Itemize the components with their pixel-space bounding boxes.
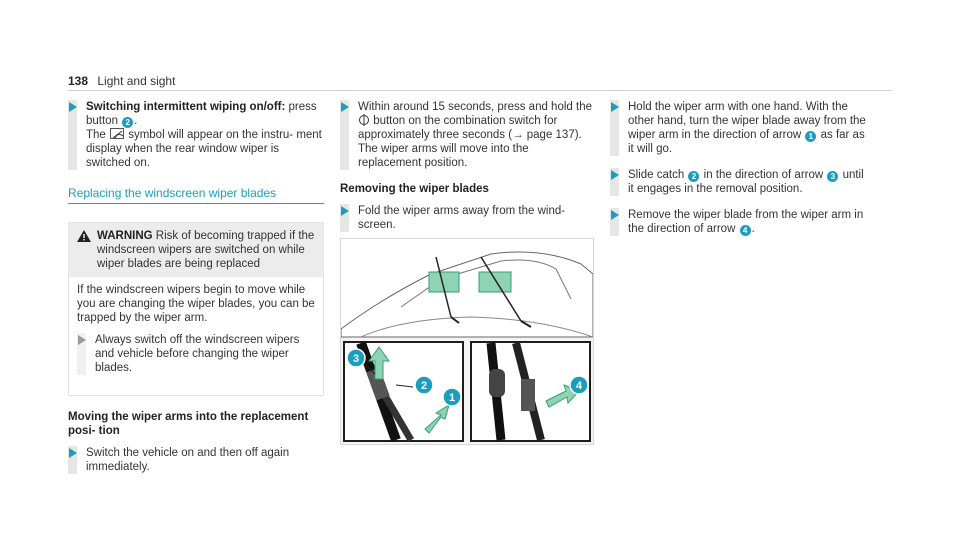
warning-icon [77, 230, 91, 246]
step-text: Within around 15 seconds, press and hold… [358, 101, 592, 169]
column-1: Switching intermittent wiping on/off: pr… [68, 100, 324, 486]
warning-head: WARNING Risk of becoming trapped if the … [69, 223, 323, 277]
step-bar [610, 100, 619, 156]
step-bar [77, 333, 86, 375]
wiper-button-icon [358, 114, 370, 126]
step-remove-blade: Remove the wiper blade from the wiper ar… [610, 208, 872, 236]
page-ref-arrow: → [512, 129, 524, 141]
warning-box: WARNING Risk of becoming trapped if the … [68, 222, 324, 396]
wiper-illustration-svg: 3 2 1 4 [340, 239, 594, 442]
warning-head-text: Risk of becoming trapped if the windscre… [97, 230, 315, 270]
step-bar [340, 204, 349, 232]
callout-badge: 2 [122, 117, 134, 128]
step-bar [68, 100, 77, 170]
step-bar [610, 208, 619, 236]
step-press-hold: Within around 15 seconds, press and hold… [340, 100, 595, 170]
step-arrow-icon [340, 102, 349, 112]
callout-1: 1 [449, 392, 455, 404]
step-arrow-icon [610, 170, 619, 180]
step-text: Remove the wiper blade from the wiper ar… [628, 209, 864, 236]
page-header: 138 Light and sight [68, 74, 175, 88]
warning-label: WARNING [97, 230, 153, 242]
rear-wiper-symbol-icon [110, 128, 125, 139]
step-arrow-icon [340, 206, 349, 216]
step-text: Slide catch 2 in the direction of arrow … [628, 169, 864, 195]
callout-badge: 4 [739, 225, 751, 236]
step-arrow-icon [68, 102, 77, 112]
step-arrow-icon [77, 335, 86, 345]
step-text: Switch the vehicle on and then off again… [86, 447, 290, 473]
header-divider [68, 90, 892, 91]
header-title: Light and sight [97, 74, 176, 88]
callout-badge: 3 [827, 171, 839, 182]
step-bar [610, 168, 619, 196]
step-switch-intermittent: Switching intermittent wiping on/off: pr… [68, 100, 324, 170]
column-2: Within around 15 seconds, press and hold… [340, 100, 595, 244]
step-text: Fold the wiper arms away from the wind- … [358, 205, 566, 231]
callout-badge: 1 [805, 131, 817, 142]
step-arrow-icon [68, 448, 77, 458]
callout-2: 2 [421, 380, 427, 392]
page-number: 138 [68, 74, 89, 88]
step-switch-vehicle: Switch the vehicle on and then off again… [68, 446, 324, 474]
subhead-moving-arms: Moving the wiper arms into the replaceme… [68, 411, 309, 437]
step-text: Hold the wiper arm with one hand. With t… [628, 101, 866, 155]
subhead-removing-blades: Removing the wiper blades [340, 183, 489, 195]
step-slide-catch: Slide catch 2 in the direction of arrow … [610, 168, 872, 196]
step-fold-arms: Fold the wiper arms away from the wind- … [340, 204, 595, 232]
step-arrow-icon [610, 102, 619, 112]
callout-4: 4 [576, 380, 583, 392]
callout-3: 3 [353, 353, 359, 365]
column-3: Hold the wiper arm with one hand. With t… [610, 100, 872, 248]
step-bar [340, 100, 349, 170]
step-text: Switching intermittent wiping on/off: pr… [86, 101, 322, 169]
section-title: Replacing the windscreen wiper blades [68, 186, 324, 204]
warning-body: If the windscreen wipers begin to move w… [69, 277, 323, 395]
step-hold-arm: Hold the wiper arm with one hand. With t… [610, 100, 872, 156]
warning-step-text: Always switch off the windscreen wipers … [95, 334, 300, 374]
step-arrow-icon [610, 210, 619, 220]
wiper-illustration: 3 2 1 4 [340, 238, 594, 445]
warning-step: Always switch off the windscreen wipers … [77, 333, 315, 375]
step-bar [68, 446, 77, 474]
warning-body-text: If the windscreen wipers begin to move w… [77, 284, 315, 324]
callout-badge: 2 [688, 171, 700, 182]
